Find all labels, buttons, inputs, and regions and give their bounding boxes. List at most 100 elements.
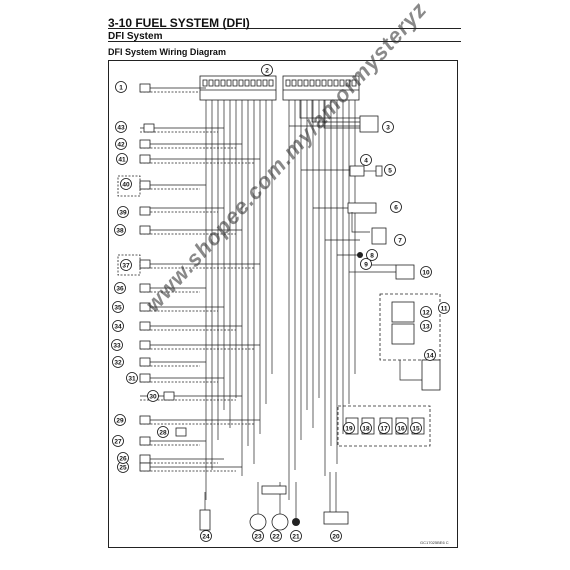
callout-label: 13 xyxy=(422,323,430,330)
callout-label: 9 xyxy=(364,261,368,268)
callout-circle xyxy=(360,258,372,270)
ecu-pin xyxy=(262,79,268,87)
callout-label: 6 xyxy=(394,204,398,211)
ecu-connector-left xyxy=(199,75,277,101)
ecu-pin xyxy=(321,79,327,87)
ecu-pin xyxy=(327,79,333,87)
sensor-42-body xyxy=(139,139,151,149)
callout-label: 30 xyxy=(149,393,157,400)
callout-label: 22 xyxy=(272,533,280,540)
callout-label: 32 xyxy=(114,359,122,366)
callout-label: 17 xyxy=(380,425,388,432)
callout-circle xyxy=(360,422,372,434)
callout-circle xyxy=(117,452,129,464)
sensor-33-body xyxy=(139,340,151,350)
callout-circle xyxy=(115,81,127,93)
callout-circle xyxy=(114,414,126,426)
ecu-pin xyxy=(250,79,256,87)
callout-label: 28 xyxy=(159,429,167,436)
diagram-frame xyxy=(108,60,458,548)
sensor-23 xyxy=(249,513,267,531)
callout-circle xyxy=(410,422,422,434)
callout-label: 27 xyxy=(114,438,122,445)
component-37-frame xyxy=(117,254,141,276)
callout-label: 33 xyxy=(113,342,121,349)
callout-circle xyxy=(390,201,402,213)
sensor-34-body xyxy=(139,321,151,331)
callout-circle xyxy=(394,234,406,246)
component-14 xyxy=(421,359,441,391)
callout-label: 36 xyxy=(116,285,124,292)
callout-circle xyxy=(261,64,273,76)
callout-circle xyxy=(157,426,169,438)
callout-circle xyxy=(112,356,124,368)
wire xyxy=(399,360,422,381)
callout-circle xyxy=(112,435,124,447)
callout-label: 3 xyxy=(386,124,390,131)
callout-circle xyxy=(126,372,138,384)
relay-block xyxy=(337,405,431,447)
callout-circle xyxy=(290,530,302,542)
callout-circle xyxy=(382,121,394,133)
connector-4 xyxy=(349,165,365,177)
component-39-body xyxy=(139,206,151,216)
callout-circle xyxy=(343,422,355,434)
ecu-pin xyxy=(345,79,351,87)
callout-circle xyxy=(378,422,390,434)
callout-label: 34 xyxy=(114,323,122,330)
callout-circle xyxy=(395,422,407,434)
ecu-pin xyxy=(309,79,315,87)
callout-label: 18 xyxy=(362,425,370,432)
callout-label: 15 xyxy=(412,425,420,432)
callout-label: 37 xyxy=(122,262,130,269)
sensor-43-body xyxy=(143,123,155,133)
ecu-pin xyxy=(220,79,226,87)
callout-circle xyxy=(115,138,127,150)
sensor-35-body xyxy=(139,302,151,312)
ecu-pin xyxy=(232,79,238,87)
ecu-pin xyxy=(202,79,208,87)
callout-label: 29 xyxy=(116,417,124,424)
sensor-28-body xyxy=(175,427,187,437)
figure-code: GC17025BE6 C xyxy=(420,540,449,545)
ground-8 xyxy=(357,252,363,258)
subheader-rule xyxy=(108,41,461,42)
callout-label: 16 xyxy=(397,425,405,432)
callout-circle xyxy=(114,282,126,294)
sensor-30-body xyxy=(163,391,175,401)
sensor-29-body xyxy=(139,415,151,425)
ecu-pin xyxy=(315,79,321,87)
ecu-pin xyxy=(285,79,291,87)
component-40-frame xyxy=(117,175,141,197)
callout-label: 1 xyxy=(119,84,123,91)
callout-label: 39 xyxy=(119,209,127,216)
coil-13 xyxy=(391,323,415,345)
callout-label: 21 xyxy=(292,533,300,540)
coil-12 xyxy=(391,301,415,323)
callout-circle xyxy=(252,530,264,542)
callout-label: 26 xyxy=(119,455,127,462)
component-38-body xyxy=(139,225,151,235)
callout-label: 24 xyxy=(202,533,210,540)
callout-circle xyxy=(112,320,124,332)
callout-label: 25 xyxy=(119,464,127,471)
joint-connector xyxy=(261,485,287,495)
callout-circle xyxy=(111,339,123,351)
callout-circle xyxy=(112,301,124,313)
callout-label: 43 xyxy=(117,124,125,131)
callout-circle xyxy=(420,306,432,318)
harness-wire xyxy=(323,100,360,129)
callout-label: 35 xyxy=(114,304,122,311)
callout-label: 4 xyxy=(364,157,368,164)
ecu-pin xyxy=(214,79,220,87)
ecu-pin xyxy=(291,79,297,87)
callout-label: 23 xyxy=(254,533,262,540)
callout-circle xyxy=(420,266,432,278)
callout-label: 12 xyxy=(422,309,430,316)
callout-label: 41 xyxy=(118,156,126,163)
sensor-31-body xyxy=(139,373,151,383)
callout-label: 42 xyxy=(117,141,125,148)
sensor-26-body xyxy=(139,454,151,464)
component-block-11 xyxy=(379,293,441,361)
connector-5 xyxy=(375,165,383,177)
